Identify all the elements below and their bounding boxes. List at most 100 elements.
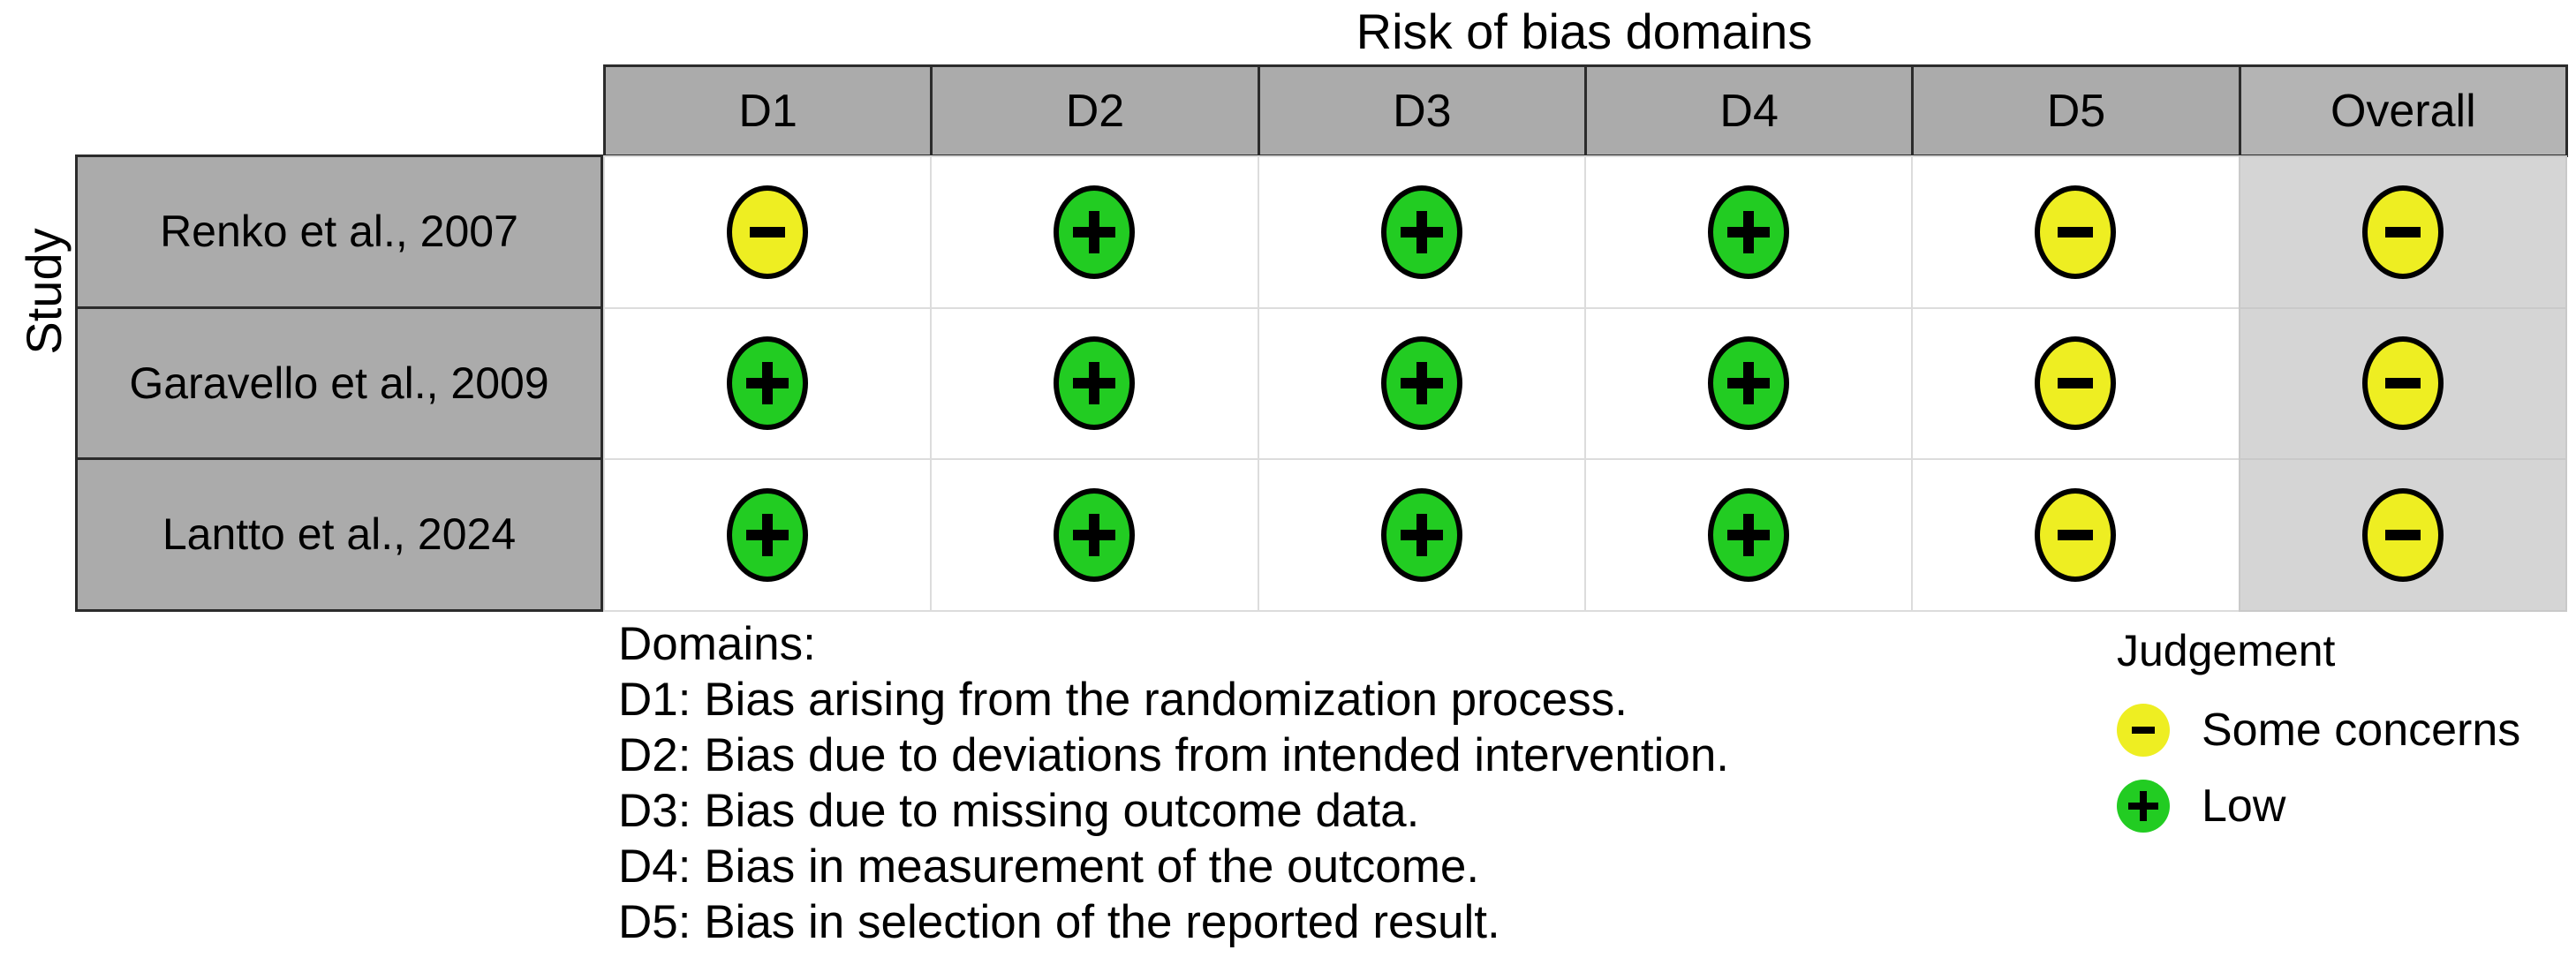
judgement-low-icon <box>1708 336 1790 431</box>
judgement-low-icon <box>1380 185 1462 279</box>
column-header-d2[interactable]: D2 <box>930 64 1260 157</box>
study-label: Lantto et al., 2024 <box>162 509 517 560</box>
table-row: Lantto et al., 2024 <box>75 457 2567 612</box>
judgement-low-icon <box>1054 487 1136 582</box>
minus-icon <box>2384 378 2421 389</box>
plus-icon <box>1073 513 1116 556</box>
column-header-label: D5 <box>2046 85 2106 137</box>
column-header-overall[interactable]: Overall <box>2238 64 2568 157</box>
judgement-cell-overall[interactable] <box>2238 306 2567 461</box>
study-label-cell[interactable]: Renko et al., 2007 <box>75 155 603 309</box>
judgement-some-concerns-icon <box>2035 336 2117 431</box>
domain-description-d2: D2: Bias due to deviations from intended… <box>618 729 1730 781</box>
domain-description-d1: D1: Bias arising from the randomization … <box>618 674 1628 726</box>
judgement-cell-d3[interactable] <box>1257 306 1586 461</box>
column-header-d4[interactable]: D4 <box>1583 64 1915 157</box>
domains-legend: Domains:D1: Bias arising from the random… <box>618 616 1729 950</box>
judgement-cell-d1[interactable] <box>603 306 933 461</box>
plus-icon <box>1727 210 1771 253</box>
judgement-cell-d5[interactable] <box>1911 458 2240 612</box>
minus-icon <box>750 226 786 237</box>
judgement-cell-d2[interactable] <box>930 458 1259 612</box>
judgement-some-concerns-icon <box>727 185 809 279</box>
judgement-legend-item-low[interactable]: Low <box>2117 768 2520 844</box>
judgement-some-concerns-icon <box>2361 336 2444 431</box>
domain-description-d5: D5: Bias in selection of the reported re… <box>618 896 1500 948</box>
plus-icon <box>1400 210 1443 253</box>
judgement-legend-title: Judgement <box>2117 626 2336 675</box>
y-axis-label: Study <box>16 228 72 355</box>
judgement-cell-d1[interactable] <box>603 155 933 309</box>
plus-icon <box>1400 362 1443 405</box>
judgement-cells <box>603 458 2567 612</box>
judgement-legend-label: Low <box>2202 780 2286 832</box>
judgement-cell-d3[interactable] <box>1257 458 1586 612</box>
judgement-low-icon <box>1708 185 1790 279</box>
judgement-legend-item-concerns[interactable]: Some concerns <box>2117 692 2520 768</box>
minus-icon <box>2058 378 2094 389</box>
judgement-low-icon <box>1708 487 1790 582</box>
domains-legend-heading: Domains: <box>618 618 816 670</box>
judgement-low-icon <box>727 487 809 582</box>
plus-icon <box>746 513 789 556</box>
judgement-some-concerns-icon <box>2361 487 2444 582</box>
judgement-cell-d1[interactable] <box>603 458 933 612</box>
judgement-cell-d5[interactable] <box>1911 155 2240 309</box>
judgement-some-concerns-icon <box>2361 185 2444 279</box>
domain-description-d3: D3: Bias due to missing outcome data. <box>618 785 1420 837</box>
table-row: Garavello et al., 2009 <box>75 305 2567 461</box>
judgement-low-icon <box>1380 487 1462 582</box>
plus-icon <box>1073 362 1116 405</box>
column-header-label: D3 <box>1393 85 1452 137</box>
judgement-cell-overall[interactable] <box>2238 155 2567 309</box>
domain-description-d4: D4: Bias in measurement of the outcome. <box>618 841 1480 893</box>
plus-icon <box>1727 513 1771 556</box>
study-label-cell[interactable]: Garavello et al., 2009 <box>75 305 603 461</box>
minus-icon <box>2058 226 2094 237</box>
column-header-label: D1 <box>738 85 797 137</box>
study-label: Garavello et al., 2009 <box>129 358 549 408</box>
judgement-some-concerns-icon <box>2035 185 2117 279</box>
column-header-label: Overall <box>2330 85 2476 137</box>
table-header-row: D1 D2 D3 D4 D5 Overall <box>603 64 2568 157</box>
column-header-d5[interactable]: D5 <box>1911 64 2241 157</box>
judgement-cell-d4[interactable] <box>1583 306 1914 461</box>
judgement-cell-d3[interactable] <box>1257 155 1586 309</box>
plus-icon <box>2128 791 2158 821</box>
column-header-label: D2 <box>1065 85 1125 137</box>
study-label-cell[interactable]: Lantto et al., 2024 <box>75 457 603 612</box>
column-header-d3[interactable]: D3 <box>1257 64 1587 157</box>
column-header-label: D4 <box>1719 85 1779 137</box>
judgement-cell-d4[interactable] <box>1583 458 1914 612</box>
judgement-cell-d2[interactable] <box>930 306 1259 461</box>
plus-icon <box>1400 513 1443 556</box>
judgement-low-icon <box>727 336 809 431</box>
judgement-low-icon <box>1380 336 1462 431</box>
judgement-cell-d2[interactable] <box>930 155 1259 309</box>
study-label: Renko et al., 2007 <box>160 207 518 257</box>
legend-low-icon <box>2117 780 2170 833</box>
judgement-low-icon <box>1054 185 1136 279</box>
plus-icon <box>1727 362 1771 405</box>
plus-icon <box>746 362 789 405</box>
table-row: Renko et al., 2007 <box>75 155 2567 309</box>
minus-icon <box>2384 529 2421 540</box>
judgement-cells <box>603 306 2567 461</box>
column-header-d1[interactable]: D1 <box>603 64 933 157</box>
judgement-some-concerns-icon <box>2035 487 2117 582</box>
judgement-cells <box>603 155 2567 309</box>
legend-some-concerns-icon <box>2117 704 2170 757</box>
judgement-cell-d5[interactable] <box>1911 306 2240 461</box>
minus-icon <box>2058 529 2094 540</box>
plus-icon <box>1073 210 1116 253</box>
judgement-low-icon <box>1054 336 1136 431</box>
page-title: Risk of bias domains <box>1356 4 1813 59</box>
judgement-legend-label: Some concerns <box>2202 705 2521 756</box>
judgement-cell-overall[interactable] <box>2238 458 2567 612</box>
judgement-cell-d4[interactable] <box>1583 155 1914 309</box>
minus-icon <box>2132 727 2155 734</box>
